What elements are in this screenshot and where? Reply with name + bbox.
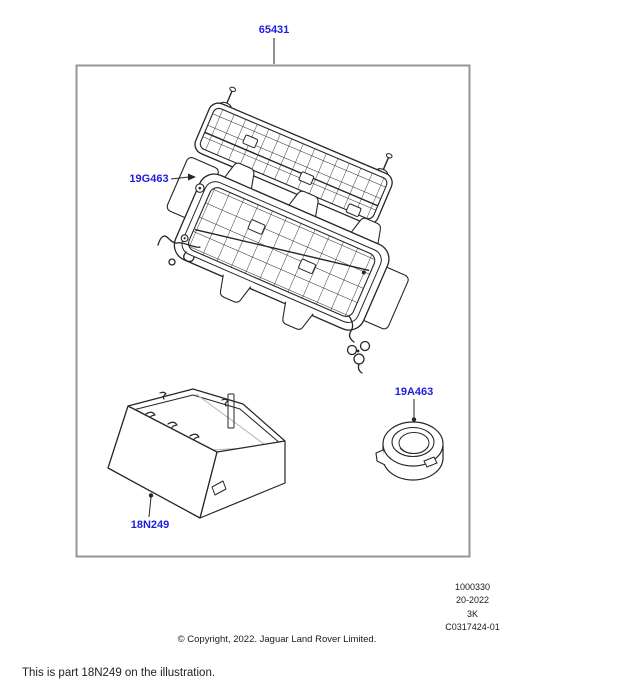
tether-strap-left-drawing: [157, 235, 201, 266]
hook-tabs-bottom-drawing: [219, 274, 314, 330]
lower-mesh-panel-drawing: [166, 157, 409, 331]
pivot-bolt-drawing: [180, 183, 205, 243]
reference-code: 3K: [466, 608, 478, 619]
leader-line-18N249: [148, 493, 154, 518]
drawing-reference-block: 1000330 20-2022 3K C0317424-01: [430, 581, 515, 634]
part-label-19G463[interactable]: 19G463: [129, 173, 169, 185]
upper-mesh-panel-drawing: [194, 86, 393, 225]
leader-line-19A463: [411, 399, 417, 422]
page-caption: This is part 18N249 on the illustration.: [22, 667, 216, 679]
storage-box-drawing: [107, 388, 286, 519]
illustration-frame: [75, 64, 471, 558]
reference-date: 20-2022: [455, 595, 490, 606]
leader-line-19G463: [170, 173, 196, 181]
part-label-65431[interactable]: 65431: [258, 24, 290, 36]
hook-tabs-top-drawing: [223, 162, 382, 246]
part-label-19A463[interactable]: 19A463: [394, 386, 434, 398]
part-label-18N249[interactable]: 18N249: [130, 519, 170, 531]
tether-strap-right-drawing: [346, 315, 371, 374]
reference-drawing-id: C0317424-01: [445, 621, 500, 632]
leader-lines: [148, 38, 417, 518]
ring-part-drawing: [375, 421, 444, 481]
copyright-notice: © Copyright, 2022. Jaguar Land Rover Lim…: [177, 634, 377, 645]
reference-number: 1000330: [454, 582, 491, 592]
